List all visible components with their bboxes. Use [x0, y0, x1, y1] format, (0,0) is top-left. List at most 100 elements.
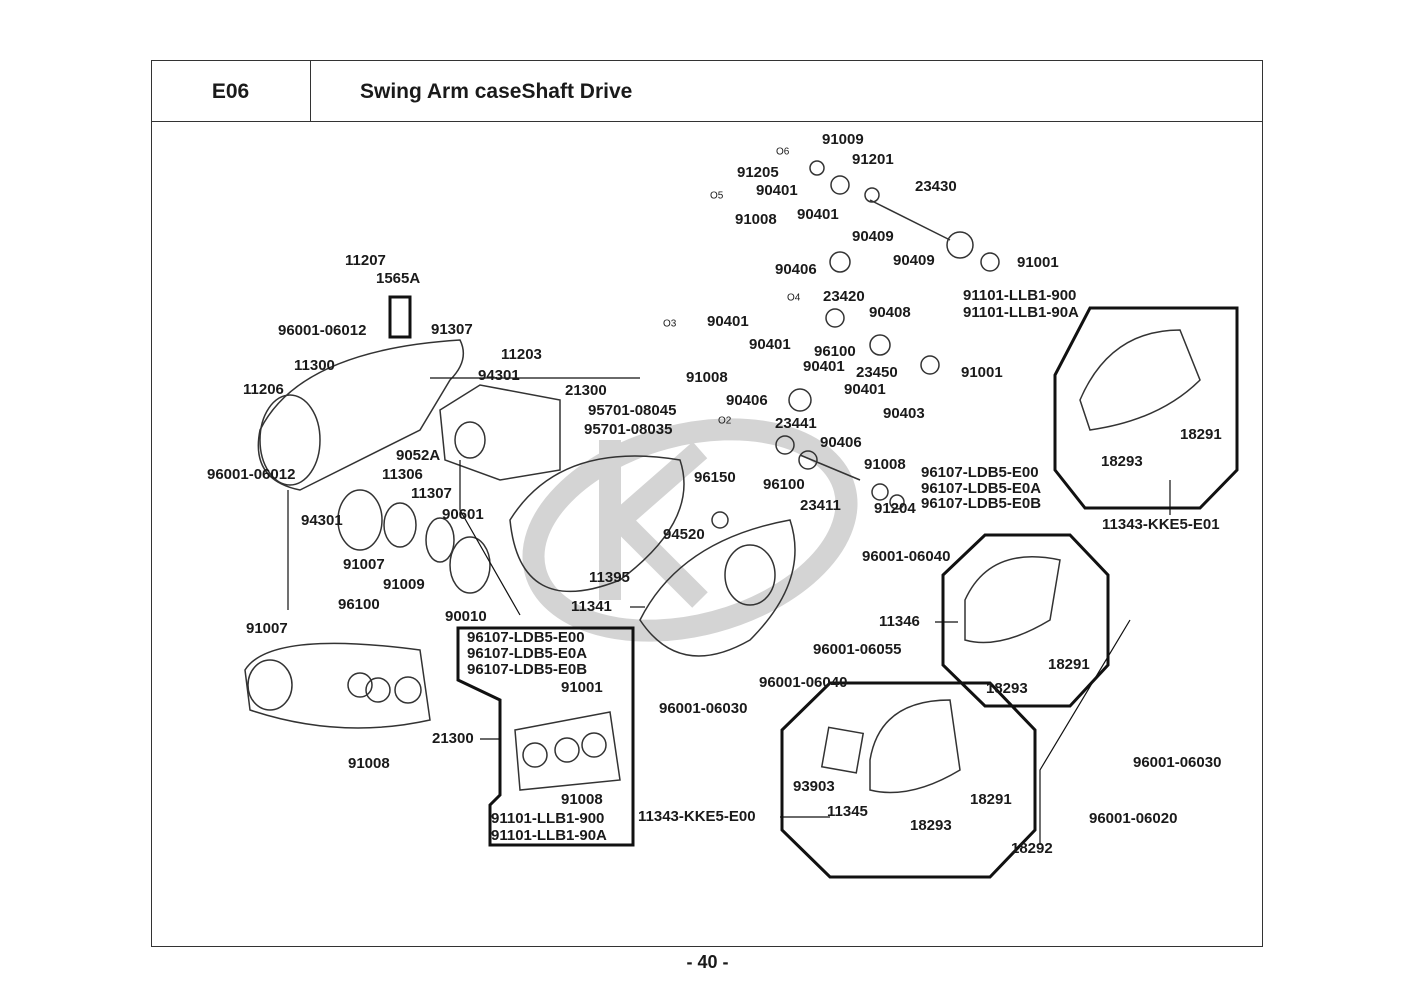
part-number-callout: 96001-06030	[659, 700, 748, 717]
part-number-callout: 90601	[442, 506, 484, 523]
part-number-callout: 18293	[986, 680, 1028, 697]
page-number: - 40 -	[686, 952, 729, 972]
position-marker: O3	[663, 318, 677, 330]
part-number-callout: 18291	[1180, 426, 1222, 443]
drive-shaft-lower	[799, 454, 861, 481]
part-number-callout: 18291	[1048, 656, 1090, 673]
part-number-callout: 90401	[749, 336, 791, 353]
header-column-divider	[310, 60, 311, 122]
part-number-callout: 23450	[856, 364, 898, 381]
diagram-frame	[151, 60, 1263, 947]
part-number-callout: 90401	[707, 313, 749, 330]
part-number-callout: 91008	[348, 755, 390, 772]
part-number-callout: 91009	[822, 131, 864, 148]
part-number-callout: 23420	[823, 288, 865, 305]
part-number-callout: 91008	[735, 211, 777, 228]
section-code: E06	[211, 80, 250, 103]
part-number-callout: 11345	[827, 803, 868, 820]
part-number-callout: 90401	[844, 381, 886, 398]
header-divider	[151, 121, 1263, 122]
part-number-callout: 90409	[852, 228, 894, 245]
page-title: Swing Arm caseShaft Drive	[360, 80, 633, 103]
gear-housing	[514, 711, 621, 791]
part-number-callout: 21300	[432, 730, 474, 747]
part-number-callout: 96001-06020	[1089, 810, 1178, 827]
left-crankcase	[257, 339, 465, 491]
part-number-callout: 91101-LLB1-900	[491, 810, 605, 827]
cover-11346	[964, 556, 1061, 644]
position-marker: O4	[787, 292, 801, 304]
parts	[244, 160, 1201, 794]
position-marker: O2	[718, 415, 732, 427]
part-number-callout: 96001-06040	[759, 674, 848, 691]
part-number-callout: 90406	[775, 261, 817, 278]
part-number-callout: 94301	[478, 367, 520, 384]
part-number-callout: 11343-KKE5-E00	[638, 808, 756, 825]
part-number-callout: 11395	[589, 569, 630, 586]
part-number-callout: 93903	[793, 778, 835, 795]
part-number-callout: 11307	[411, 485, 452, 502]
cover-e00	[869, 699, 961, 794]
part-number-callout: 94301	[301, 512, 343, 529]
gear-case-cover	[439, 384, 561, 481]
part-number-callout: 90010	[445, 608, 487, 625]
part-number-callout: 96100	[814, 343, 856, 360]
part-number-callout: 96001-06012	[207, 466, 296, 483]
part-number-callout: 91001	[561, 679, 603, 696]
part-number-callout: 90406	[820, 434, 862, 451]
part-number-callout: 91307	[431, 321, 473, 338]
part-number-callout: 96001-06055	[813, 641, 902, 658]
position-marker: O6	[776, 146, 790, 158]
part-number-callout: 11206	[243, 381, 284, 398]
part-number-callout: 18293	[1101, 453, 1143, 470]
part-number-callout: 90401	[756, 182, 798, 199]
part-number-callout: 91008	[864, 456, 906, 473]
part-number-callout: 18292	[1011, 840, 1053, 857]
part-number-callout: 90403	[883, 405, 925, 422]
part-number-callout: 96107-LDB5-E00	[467, 629, 585, 646]
group-boxes	[388, 295, 1239, 879]
part-number-callout: 11346	[879, 613, 920, 630]
part-number-callout: 91101-LLB1-90A	[963, 304, 1079, 321]
right-cover	[639, 519, 796, 657]
part-number-callout: 91205	[737, 164, 779, 181]
part-number-callout: 95701-08035	[584, 421, 673, 438]
part-number-callout: 11341	[571, 598, 612, 615]
part-number-callout: 96107-LDB5-E0A	[467, 645, 588, 662]
part-number-callout: 91009	[383, 576, 425, 593]
part-number-callout: 91101-LLB1-900	[963, 287, 1077, 304]
part-number-callout: 11203	[501, 346, 542, 363]
part-number-callout: 11207	[345, 252, 386, 269]
part-number-callout: 96001-06040	[862, 548, 951, 565]
part-number-callout: 90406	[726, 392, 768, 409]
part-number-callout: 91101-LLB1-90A	[491, 827, 607, 844]
part-number-callout: 21300	[565, 382, 607, 399]
inner-case	[244, 642, 431, 729]
part-number-callout: 95701-08045	[588, 402, 677, 419]
part-number-callout: 96100	[763, 476, 805, 493]
part-number-callout: 91001	[961, 364, 1003, 381]
part-number-callout: 90401	[803, 358, 845, 375]
position-marker: O5	[710, 190, 724, 202]
part-number-callout: 96001-06030	[1133, 754, 1222, 771]
part-number-callout: 96107-LDB5-E00	[921, 464, 1039, 481]
part-number-callout: 23430	[915, 178, 957, 195]
part-number-callout: 18291	[970, 791, 1012, 808]
part-number-callout: 91007	[343, 556, 385, 573]
part-number-callout: 91201	[852, 151, 894, 168]
part-number-callout: 90409	[893, 252, 935, 269]
part-number-callout: 11300	[294, 357, 335, 374]
part-number-callout: 94520	[663, 526, 705, 543]
leader-lines	[287, 377, 1171, 845]
part-number-callout: 91007	[246, 620, 288, 637]
part-number-callout: 18293	[910, 817, 952, 834]
part-number-callout: 96107-LDB5-E0B	[467, 661, 588, 678]
part-number-callout: 23411	[800, 497, 841, 514]
gasket	[509, 455, 685, 593]
part-number-callout: 9052A	[396, 447, 441, 464]
part-number-callout: 91008	[686, 369, 728, 386]
part-number-callout: 91008	[561, 791, 603, 808]
part-number-callout: 1565A	[376, 270, 421, 287]
part-number-callout: 90408	[869, 304, 911, 321]
